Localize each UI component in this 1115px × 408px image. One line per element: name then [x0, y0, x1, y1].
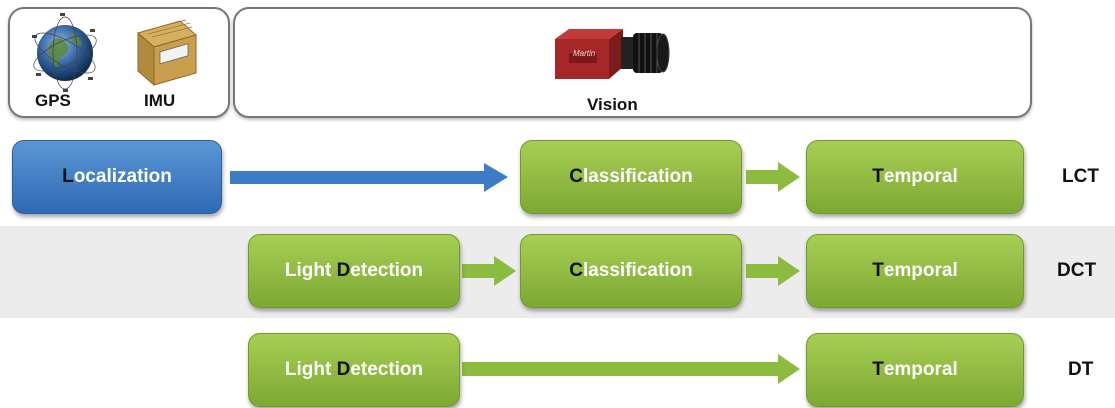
imu-label: IMU [144, 91, 176, 110]
globe-icon [32, 13, 97, 92]
arrow-detection-to-temporal [462, 354, 800, 384]
row-label-dct: DCT [1057, 260, 1097, 281]
vision-label: Vision [587, 95, 638, 114]
vision-panel: Martin Vision [233, 7, 1032, 118]
camera-brand-text: Martin [573, 49, 596, 58]
gps-imu-panel: GPS IMU [8, 7, 230, 118]
row-label-lct: LCT [1062, 166, 1099, 187]
row-label-dt: DT [1068, 359, 1094, 380]
arrow-classification-to-temporal-dct [746, 256, 800, 286]
arrow-classification-to-temporal [746, 162, 800, 192]
arrow-detection-to-classification [462, 256, 516, 286]
imu-device-icon [136, 19, 198, 87]
gps-label: GPS [35, 91, 71, 110]
arrow-localization-to-classification [230, 163, 508, 192]
camera-icon [555, 29, 670, 79]
